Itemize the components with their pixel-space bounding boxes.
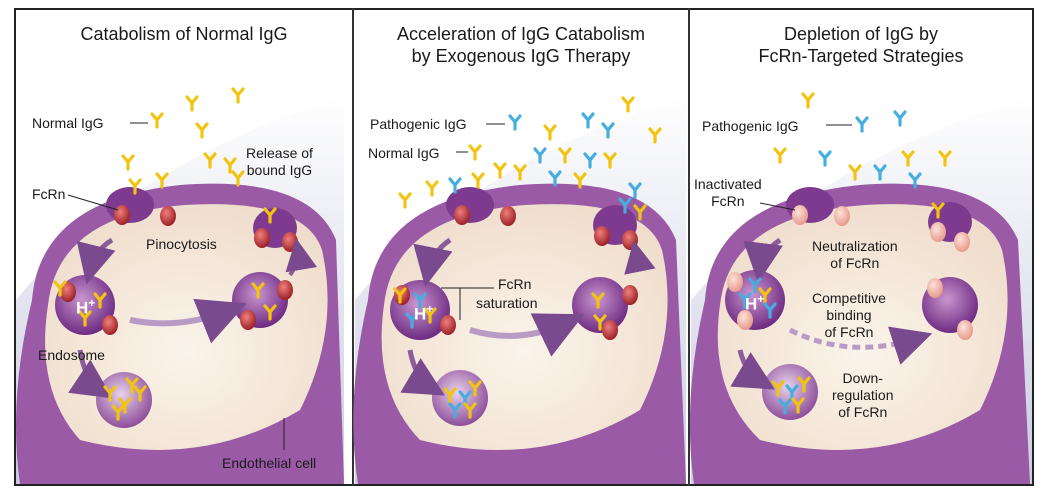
inactivated-fcrn xyxy=(792,205,808,225)
panel-3-title-line2: FcRn-Targeted Strategies xyxy=(758,46,964,66)
fcrn-saturation-fcrn-label: FcRn xyxy=(498,276,532,292)
panel-divider-2 xyxy=(688,8,690,486)
release-line2: bound IgG xyxy=(246,162,313,178)
h-plus-label-2: H+ xyxy=(414,302,434,324)
panel-3-title: Depletion of IgG by FcRn-Targeted Strate… xyxy=(690,23,1032,67)
panel-2-title-line2: by Exogenous IgG Therapy xyxy=(411,46,631,66)
lysosome xyxy=(96,372,152,428)
release-line1: Release of xyxy=(246,145,313,161)
neutralization-label: Neutralization of FcRn xyxy=(812,238,898,272)
competitive-line2: binding xyxy=(826,307,872,323)
down-regulation-label: Down- regulation of FcRn xyxy=(832,370,894,421)
panel-1-scene xyxy=(16,87,344,484)
h-plus-label: H+ xyxy=(76,296,96,318)
inactivated-line2: FcRn xyxy=(711,193,745,209)
pathogenic-igg-label-3: Pathogenic IgG xyxy=(702,118,799,134)
down-line1: Down- xyxy=(842,370,883,386)
competitive-binding-label: Competitive binding of FcRn xyxy=(812,290,886,341)
down-line2: regulation xyxy=(832,387,894,403)
normal-igg-label-2: Normal IgG xyxy=(368,145,440,161)
down-line3: of FcRn xyxy=(838,404,888,420)
neutralization-line1: Neutralization xyxy=(812,238,898,254)
pinocytosis-label: Pinocytosis xyxy=(146,236,217,252)
pathogenic-igg-label: Pathogenic IgG xyxy=(370,116,467,132)
h-plus-label-3: H+ xyxy=(745,292,765,314)
panel-3-title-line1: Depletion of IgG by xyxy=(783,24,939,44)
panel-divider-1 xyxy=(352,8,354,486)
panel-2-title-line1: Acceleration of IgG Catabolism xyxy=(396,24,646,44)
neutralization-line2: of FcRn xyxy=(830,255,880,271)
normal-igg-label: Normal IgG xyxy=(32,115,104,131)
panel-1-title-line1: Catabolism of Normal IgG xyxy=(80,24,288,44)
panel-3-scene xyxy=(689,92,1032,484)
release-of-bound-igg-label: Release of bound IgG xyxy=(246,145,313,179)
panel-1-title: Catabolism of Normal IgG xyxy=(18,23,350,45)
endosome-label: Endosome xyxy=(38,347,105,363)
competitive-line1: Competitive xyxy=(812,290,886,306)
competitive-line3: of FcRn xyxy=(824,324,874,340)
fcrn-label: FcRn xyxy=(32,186,66,202)
inactivated-line1: Inactivated xyxy=(694,176,762,192)
endothelial-cell-label: Endothelial cell xyxy=(222,455,317,471)
fcrn-receptor xyxy=(114,205,130,225)
inactivated-fcrn-label: Inactivated FcRn xyxy=(694,176,762,210)
panel-2-title: Acceleration of IgG Catabolism by Exogen… xyxy=(354,23,688,67)
panel-2-scene xyxy=(353,95,686,484)
fcrn-saturation-label: saturation xyxy=(476,295,538,311)
